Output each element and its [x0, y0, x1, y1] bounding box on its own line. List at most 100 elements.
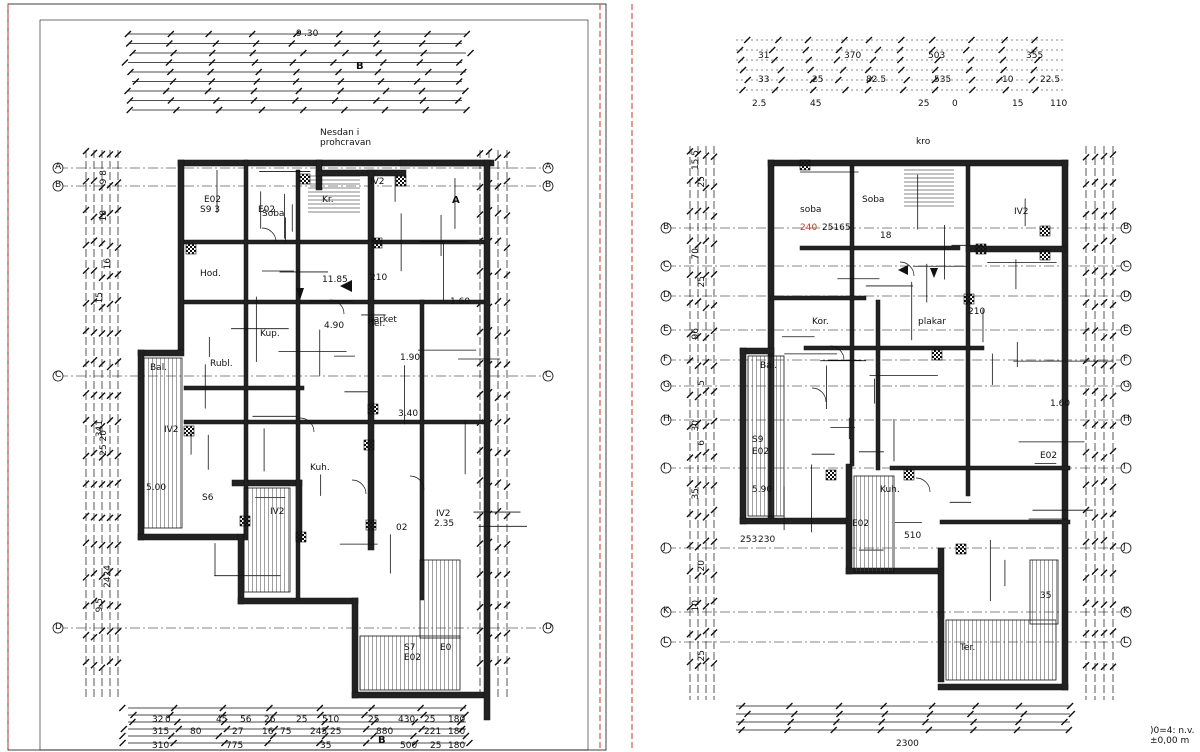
bottom-dimension: 25 [330, 727, 342, 737]
top-dimension: .30 [304, 29, 319, 39]
room-label: 253 [740, 535, 758, 545]
wall [739, 347, 747, 525]
dim-tick [219, 711, 227, 719]
dim-tick [106, 181, 114, 189]
room-note: Kuh. [310, 463, 330, 473]
dim-tick [1091, 662, 1099, 670]
axis-letter: I [663, 462, 666, 472]
dim-tick [1100, 212, 1108, 220]
dim-tick [1100, 453, 1108, 461]
axis-bubble [1120, 636, 1132, 648]
dim-tick [114, 179, 122, 187]
dim-tick [119, 739, 127, 747]
dim-tick [899, 86, 907, 94]
dim-tick [126, 68, 134, 76]
bottom-dimension: 310 [152, 741, 170, 751]
dim-tick [288, 40, 296, 47]
terrace-hatch [359, 635, 461, 691]
dim-tick [337, 78, 345, 85]
dim-tick [694, 599, 702, 607]
dim-tick [114, 244, 122, 252]
dim-tick [219, 704, 227, 712]
dim-tick [411, 739, 419, 747]
room-label: 240 [800, 223, 818, 233]
axis-bubble [52, 162, 64, 174]
dim-tick [418, 725, 426, 733]
dim-tick [476, 540, 484, 548]
dim-tick [374, 68, 382, 76]
dim-tick [1100, 182, 1108, 190]
dim-tick [463, 30, 471, 38]
dim-tick [223, 725, 231, 733]
dim-tick [503, 244, 511, 252]
axis-letter: C [55, 370, 62, 380]
dim-tick [710, 417, 718, 425]
dim-tick [1082, 180, 1090, 188]
dim-tick [1082, 629, 1090, 637]
dim-tick [1091, 421, 1099, 429]
door-swing [899, 261, 915, 277]
axis-letter: D [663, 290, 670, 300]
dim-tick [710, 571, 718, 579]
dim-tick [132, 78, 140, 85]
dim-tick [82, 206, 90, 214]
left-bottom-grid-label: B [378, 735, 386, 746]
dim-tick [1109, 510, 1117, 518]
dim-tick [686, 567, 694, 575]
axis-bubble [660, 354, 672, 366]
dim-tick [1082, 661, 1090, 669]
axis-bubble [52, 370, 64, 382]
dim-tick [90, 267, 98, 275]
dim-tick [82, 360, 90, 368]
dim-tick [686, 237, 694, 245]
dim-tick [702, 271, 710, 279]
dim-tick [220, 739, 228, 747]
room-note: Ter. [960, 643, 976, 653]
dim-tick [165, 59, 173, 66]
axis-bubble [660, 260, 672, 272]
dim-tick [340, 106, 348, 114]
dim-tick [249, 49, 257, 57]
dim-tick [456, 718, 464, 726]
section-arrow [898, 265, 908, 275]
dim-tick [494, 394, 502, 402]
bottom-dimension: 56 [240, 715, 252, 725]
dim-tick [215, 106, 223, 114]
room-label: S6 [202, 493, 214, 503]
top-dimension: 45 [810, 99, 822, 109]
vertical-dimension: 18 [99, 210, 109, 222]
dim-tick [372, 40, 380, 47]
dim-tick [114, 659, 122, 667]
dim-tick [494, 209, 502, 217]
room-label: 1.60 [1050, 399, 1071, 409]
dim-tick [1030, 66, 1038, 74]
dim-tick [114, 270, 122, 278]
dim-tick [420, 49, 428, 57]
dim-tick [126, 106, 134, 114]
wall [183, 419, 485, 425]
dim-tick [503, 629, 511, 637]
bottom-dimension: 221 [424, 727, 442, 737]
dim-tick [739, 86, 746, 94]
wall [183, 239, 485, 245]
dim-tick [1109, 268, 1117, 276]
vertical-dimension: 25 [697, 276, 707, 288]
dim-tick [494, 361, 502, 369]
dim-tick [777, 66, 785, 74]
dim-tick [316, 711, 324, 719]
dim-tick [98, 274, 106, 282]
bottom-dimension: 430 [398, 715, 416, 725]
axis-letter: D [545, 622, 552, 632]
dim-tick [494, 658, 502, 666]
wall [739, 517, 851, 525]
dim-tick [968, 86, 976, 94]
column [955, 543, 967, 555]
room-note: soba [800, 205, 822, 215]
dim-tick [966, 710, 974, 718]
bottom-dimension: 510 [322, 715, 340, 725]
dim-tick [114, 357, 122, 365]
dim-tick [503, 271, 511, 279]
dim-tick [962, 46, 970, 54]
dim-tick [106, 300, 114, 308]
dim-tick [494, 182, 502, 190]
